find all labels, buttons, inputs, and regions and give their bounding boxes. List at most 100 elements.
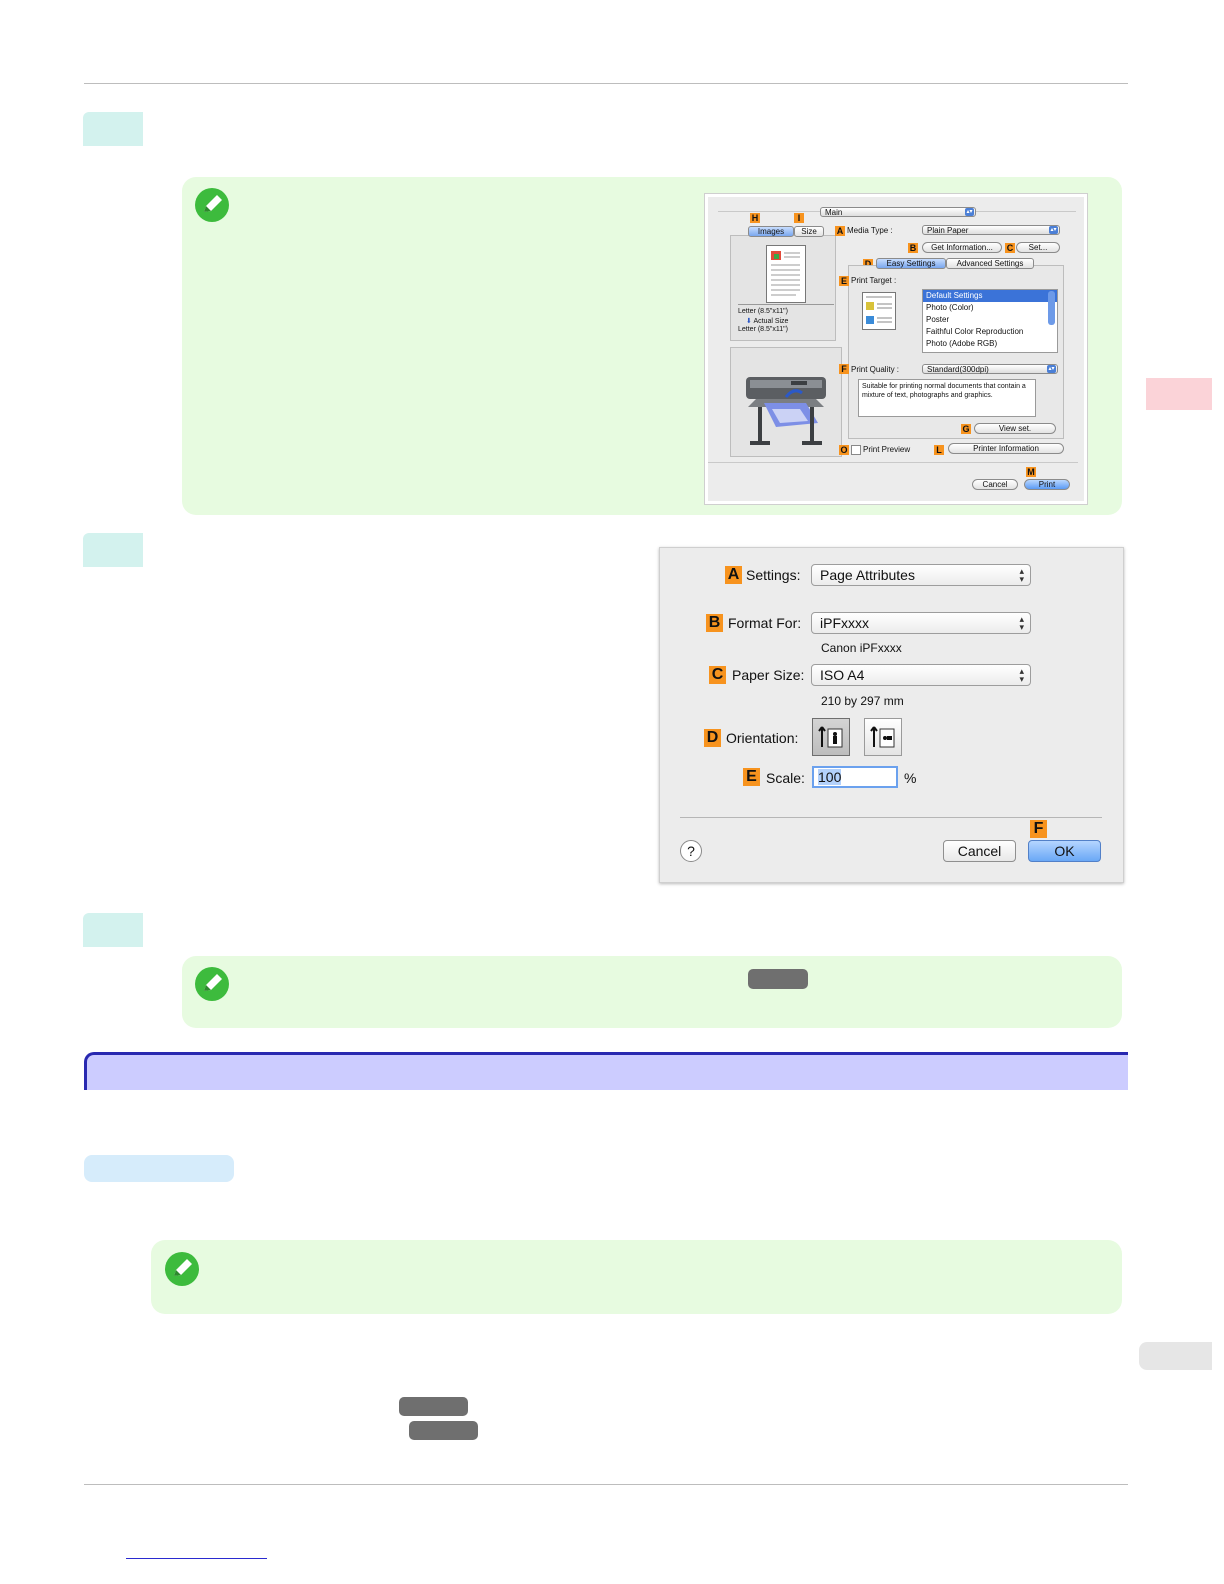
cancel-button[interactable]: Cancel (972, 479, 1018, 490)
preview-size-line2: ⬇ Actual Size (746, 317, 788, 325)
print-target-label: Print Target : (851, 276, 897, 285)
reference-link-pill[interactable] (399, 1397, 468, 1416)
help-icon: ? (687, 843, 695, 859)
portrait-icon (818, 726, 843, 748)
subsection-pill (84, 1155, 234, 1182)
cancel-button[interactable]: Cancel (943, 840, 1016, 862)
orientation-landscape-button[interactable] (864, 718, 902, 756)
quality-description: Suitable for printing normal documents t… (858, 379, 1036, 417)
settings-value: Page Attributes (820, 567, 915, 583)
badge-b: B (908, 243, 918, 253)
badge-o: O (839, 445, 849, 455)
page-preview-thumbnail (766, 245, 806, 303)
print-target-list[interactable]: Default Settings Photo (Color) Poster Fa… (922, 289, 1058, 353)
tab-advanced-settings[interactable]: Advanced Settings (946, 258, 1034, 269)
media-type-value: Plain Paper (927, 226, 969, 235)
reference-link-pill[interactable] (748, 969, 808, 989)
printer-information-button[interactable]: Printer Information (948, 443, 1064, 454)
media-type-popup[interactable]: Plain Paper ▴▾ (922, 225, 1060, 235)
tab-easy-settings[interactable]: Easy Settings (876, 258, 946, 269)
note-box-3 (151, 1240, 1122, 1314)
main-popup[interactable]: Main ▴▾ (820, 207, 976, 217)
format-for-sub: Canon iPFxxxx (821, 641, 902, 655)
help-button[interactable]: ? (680, 840, 702, 862)
print-target-thumbnail (862, 292, 896, 330)
print-target-item[interactable]: Photo (Color) (926, 303, 974, 312)
note-box-2 (182, 956, 1122, 1028)
print-button[interactable]: Print (1024, 479, 1070, 490)
step-box-2 (83, 533, 143, 567)
badge-e: E (743, 768, 760, 786)
popup-arrow-icon: ▴▾ (1049, 226, 1058, 234)
step-box-3 (83, 913, 143, 947)
badge-c: C (709, 666, 726, 684)
print-target-item[interactable]: Poster (926, 315, 950, 324)
step-box-1 (83, 112, 143, 146)
badge-d: D (704, 729, 721, 747)
popup-arrow-icon: ▴▾ (1047, 365, 1056, 373)
section-heading-bar (84, 1052, 1128, 1090)
view-set-button[interactable]: View set. (974, 423, 1056, 434)
format-for-value: iPFxxxx (820, 615, 869, 631)
paper-size-value: ISO A4 (820, 667, 865, 683)
scale-input[interactable]: 100 (812, 766, 898, 788)
settings-label: Settings: (746, 567, 801, 583)
media-type-label: Media Type : (847, 226, 893, 235)
settings-popup[interactable]: Page Attributes ▴▾ (811, 564, 1031, 586)
print-quality-label: Print Quality : (851, 365, 900, 374)
scale-label: Scale: (766, 770, 805, 786)
badge-f: F (1030, 820, 1047, 838)
note-pencil-icon (195, 967, 229, 1001)
preview-size-line3: Letter (8.5"x11") (738, 326, 788, 333)
landscape-icon (870, 726, 895, 748)
main-popup-label: Main (825, 208, 843, 217)
popup-arrow-icon: ▴▾ (965, 208, 974, 216)
tab-images[interactable]: Images (748, 226, 794, 237)
badge-h: H (750, 213, 760, 223)
print-target-item-selected[interactable]: Default Settings (923, 290, 1057, 302)
reference-link-pill[interactable] (409, 1421, 478, 1440)
orientation-label: Orientation: (726, 730, 799, 746)
format-for-label: Format For: (728, 615, 802, 631)
updown-arrow-icon: ▴▾ (1019, 666, 1024, 684)
note-pencil-icon (165, 1252, 199, 1286)
list-scrollbar[interactable] (1048, 291, 1055, 325)
note-pencil-icon (195, 188, 229, 222)
paper-size-sub: 210 by 297 mm (821, 694, 904, 708)
badge-g: G (961, 424, 971, 434)
bottom-rule (84, 1484, 1128, 1485)
print-preview-checkbox[interactable] (851, 445, 861, 455)
set-button[interactable]: Set... (1016, 242, 1060, 253)
ok-button[interactable]: OK (1028, 840, 1101, 862)
scale-value: 100 (818, 769, 842, 785)
orientation-portrait-button[interactable] (812, 718, 850, 756)
get-information-button[interactable]: Get Information... (922, 242, 1002, 253)
print-target-item[interactable]: Photo (Adobe RGB) (926, 339, 998, 348)
badge-f: F (839, 364, 849, 374)
down-arrow-icon: ⬇ (746, 318, 752, 325)
print-target-item[interactable]: Faithful Color Reproduction (926, 327, 1024, 336)
side-tab-index[interactable] (1139, 1342, 1212, 1370)
badge-e: E (839, 276, 849, 286)
tab-size[interactable]: Size (794, 226, 824, 237)
dialog-bottom-line (708, 462, 1078, 463)
paper-size-label: Paper Size: (732, 667, 805, 683)
format-for-popup[interactable]: iPFxxxx ▴▾ (811, 612, 1031, 634)
updown-arrow-icon: ▴▾ (1019, 614, 1024, 632)
badge-d: D (863, 259, 873, 269)
print-preview-label: Print Preview (863, 445, 911, 454)
printer-illustration (746, 377, 826, 445)
print-quality-popup[interactable]: Standard(300dpi) ▴▾ (922, 364, 1058, 374)
print-quality-value: Standard(300dpi) (927, 365, 989, 374)
badge-a: A (835, 226, 845, 236)
footer-link-underline[interactable] (126, 1558, 267, 1559)
badge-i: I (794, 213, 804, 223)
page-setup-dialog: A Settings: Page Attributes ▴▾ B Format … (659, 547, 1124, 883)
badge-l: L (934, 445, 944, 455)
badge-m: M (1026, 467, 1036, 477)
top-rule (84, 83, 1128, 84)
side-tab-chapter[interactable] (1146, 378, 1212, 410)
scale-unit: % (904, 770, 917, 786)
paper-size-popup[interactable]: ISO A4 ▴▾ (811, 664, 1031, 686)
preview-divider (738, 304, 834, 305)
